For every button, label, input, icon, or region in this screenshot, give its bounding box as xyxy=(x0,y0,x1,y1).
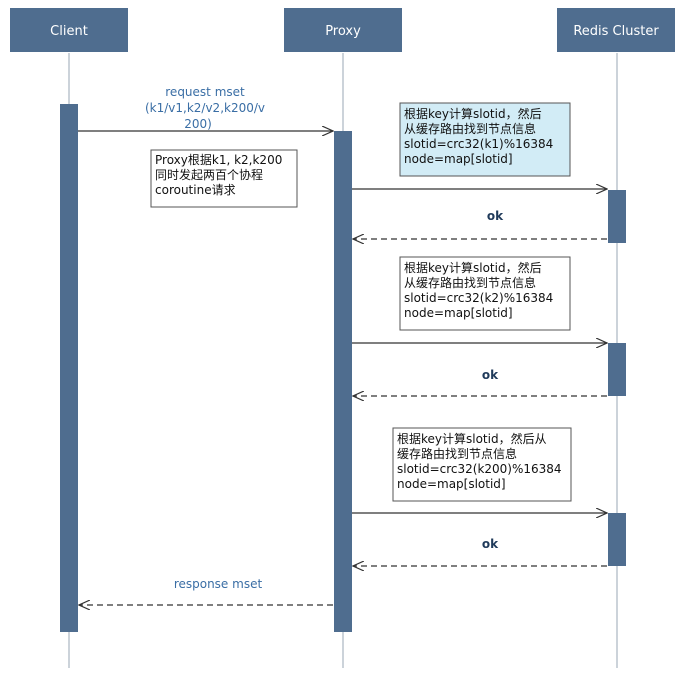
slot-note-box-2 xyxy=(399,256,571,331)
proxy-activation xyxy=(334,131,352,632)
proxy-header xyxy=(284,8,402,52)
ok-label-3: ok xyxy=(482,537,499,551)
proxy-header-label: Proxy xyxy=(325,24,361,39)
slot-note-2-line-1: 根据key计算slotid，然后 xyxy=(404,261,542,275)
ok-label-1: ok xyxy=(487,209,504,223)
proxy-note-box xyxy=(150,149,298,208)
slot-note-3-line-1: 根据key计算slotid，然后从 xyxy=(397,432,547,446)
slot-note-2-line-4: node=map[slotid] xyxy=(404,306,513,320)
slot-note-1-line-3: slotid=crc32(k1)%16384 xyxy=(404,137,554,151)
slot-note-box-1 xyxy=(399,102,571,177)
slot-note-1-line-2: 从缓存路由找到节点信息 xyxy=(404,122,537,136)
slot-note-box-3 xyxy=(392,427,572,502)
request-label-line-2: (k1/v1,k2/v2,k200/v xyxy=(145,101,265,115)
proxy-note-line-1: Proxy根据k1, k2,k200 xyxy=(155,153,283,167)
slot-note-3-line-3: slotid=crc32(k200)%16384 xyxy=(397,462,562,476)
slot-note-3: 根据key计算slotid，然后从 缓存路由找到节点信息 slotid=crc3… xyxy=(397,432,562,492)
proxy-note: Proxy根据k1, k2,k200 同时发起两百个协程 coroutine请求 xyxy=(155,153,282,198)
slot-note-1-line-4: node=map[slotid] xyxy=(404,152,513,166)
redis-activation-2 xyxy=(608,343,626,396)
ok-label-2: ok xyxy=(482,368,499,382)
proxy-note-line-2: 同时发起两百个协程 xyxy=(155,168,264,182)
response-label: response mset xyxy=(174,577,263,591)
slot-note-1: 根据key计算slotid，然后 从缓存路由找到节点信息 slotid=crc3… xyxy=(404,107,553,167)
client-activation xyxy=(60,104,78,632)
redis-activation-3 xyxy=(608,513,626,566)
request-label-line-3: 200) xyxy=(184,117,212,131)
redis-header xyxy=(557,8,675,52)
slot-note-2: 根据key计算slotid，然后 从缓存路由找到节点信息 slotid=crc3… xyxy=(404,261,553,321)
slot-note-3-line-4: node=map[slotid] xyxy=(397,477,506,491)
client-header-label: Client xyxy=(50,24,88,39)
client-header xyxy=(10,8,128,52)
slot-note-2-line-2: 从缓存路由找到节点信息 xyxy=(404,276,537,290)
slot-note-2-line-3: slotid=crc32(k2)%16384 xyxy=(404,291,554,305)
proxy-note-line-3: coroutine请求 xyxy=(155,183,236,197)
slot-note-3-line-2: 缓存路由找到节点信息 xyxy=(397,447,518,461)
request-label-line-1: request mset xyxy=(165,85,245,99)
redis-activation-1 xyxy=(608,190,626,243)
slot-note-1-line-1: 根据key计算slotid，然后 xyxy=(404,107,542,121)
redis-header-label: Redis Cluster xyxy=(573,24,659,39)
